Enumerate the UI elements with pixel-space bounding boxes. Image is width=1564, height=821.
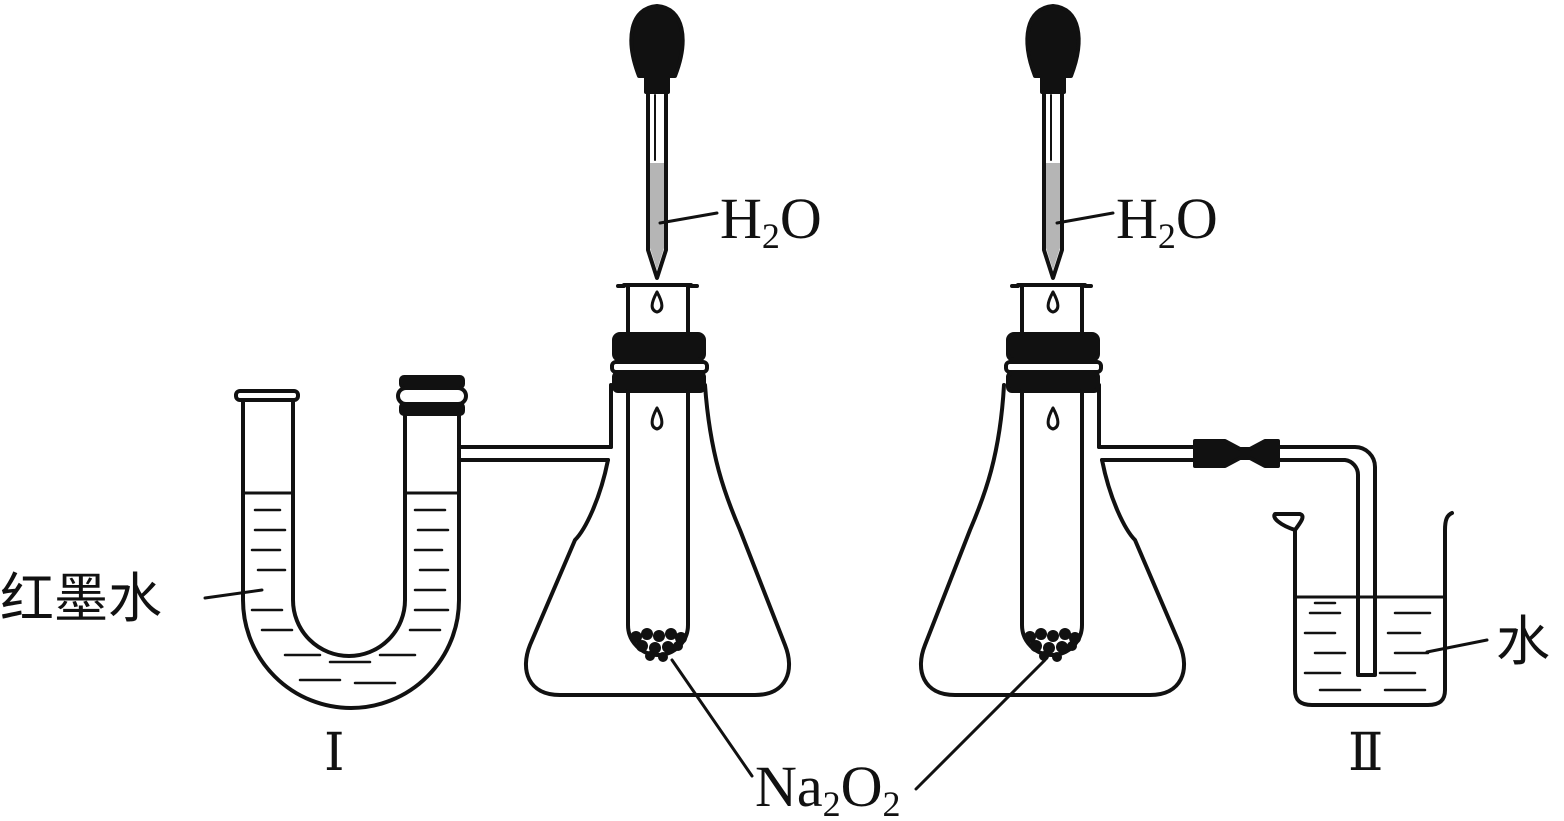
connecting-tube-2 (1097, 439, 1377, 677)
beaker-water-label: 水 (1496, 610, 1550, 673)
dropper-2 (1025, 4, 1081, 280)
water-label-right: H2O (1116, 186, 1218, 256)
sodium-peroxide-solid-2 (1024, 628, 1081, 662)
beaker-water-dashes (1303, 601, 1432, 692)
erlenmeyer-flask-2 (919, 383, 1186, 697)
test-tube-2 (1010, 283, 1093, 657)
drop-icon (650, 406, 664, 431)
red-ink-label: 红墨水 (0, 567, 162, 630)
test-tube-1 (616, 283, 699, 657)
beaker (1272, 511, 1454, 707)
apparatus-ii-label: Ⅱ (1348, 725, 1383, 782)
u-tube (234, 375, 468, 710)
stopper-2 (1004, 332, 1103, 393)
drop-icon (650, 290, 664, 314)
erlenmeyer-flask-1 (524, 383, 791, 697)
connecting-tube-1 (457, 445, 613, 462)
drop-icon (1046, 406, 1060, 431)
dropper-1 (629, 4, 685, 280)
apparatus-i-label: Ⅰ (324, 725, 345, 782)
drop-icon (1046, 290, 1060, 314)
sodium-peroxide-label: Na2O2 (755, 754, 901, 821)
u-tube-liquid-dashes (250, 508, 450, 685)
sodium-peroxide-solid-1 (630, 628, 687, 662)
stopper-1 (610, 332, 709, 393)
leader-lines (203, 211, 1489, 791)
water-label-left: H2O (720, 186, 822, 256)
